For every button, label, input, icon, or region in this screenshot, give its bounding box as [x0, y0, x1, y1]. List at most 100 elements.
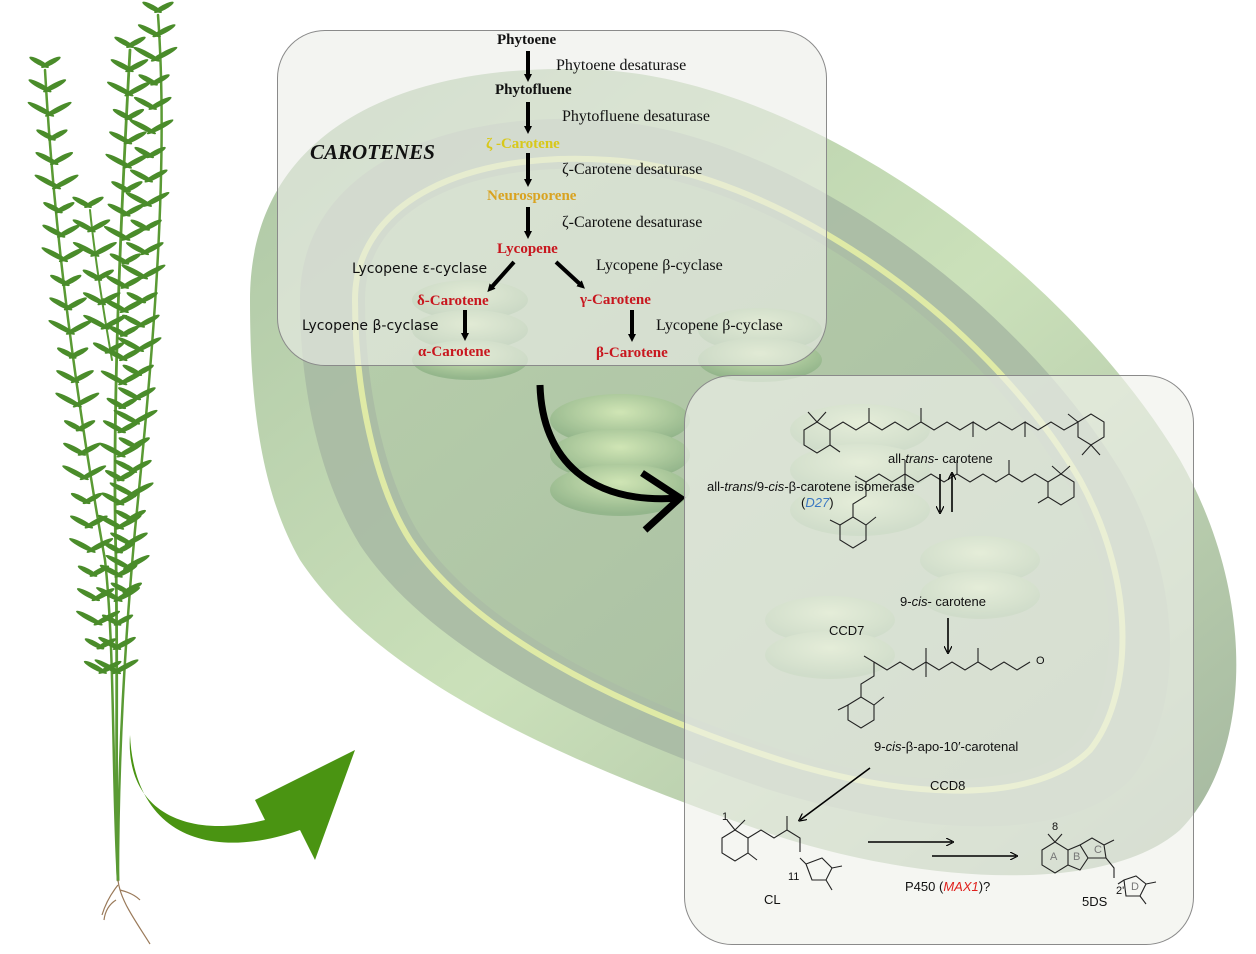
plant-leaf — [114, 564, 138, 578]
plant-leaf — [62, 465, 89, 481]
plant-leaf — [142, 192, 170, 207]
plant-leaf — [124, 532, 148, 546]
plant-leaf — [121, 253, 142, 265]
plant-leaf — [77, 442, 101, 456]
plant-leaf — [123, 555, 150, 570]
plant-leaf — [70, 370, 94, 384]
apo-italic: cis — [885, 739, 902, 754]
d27-open-paren: ( — [801, 495, 806, 510]
plant-leaf — [49, 151, 74, 166]
plant-stem-left — [43, 68, 120, 882]
plant-leaf — [144, 169, 168, 183]
ring-label-b: B — [1073, 851, 1081, 863]
plant-leaf — [133, 46, 160, 62]
d27-gene-name: D27 — [805, 495, 830, 510]
isomerase-part-1: all- — [707, 479, 725, 494]
plant-leaf — [43, 79, 67, 93]
label-carlactone: CL — [764, 892, 781, 907]
enzyme-lycopene-beta-cyclase-2: Lycopene β-cyclase — [302, 318, 439, 334]
plant-leaf — [34, 174, 62, 190]
5ds-carbon-2prime-label: 2' — [1116, 885, 1125, 897]
plant-leaf — [129, 119, 156, 135]
compound-lycopene: Lycopene — [497, 241, 558, 257]
plant-leaf — [126, 36, 146, 48]
plant-leaf — [72, 392, 100, 408]
enzyme-lycopene-epsilon-cyclase: Lycopene ε-cyclase — [352, 261, 488, 277]
plant-leaf — [84, 196, 104, 208]
compound-delta-carotene: δ-Carotene — [417, 293, 489, 309]
plant-leaf — [150, 46, 178, 62]
plant-leaf — [41, 247, 69, 263]
plant-leaf — [138, 264, 166, 280]
plant-leaf — [79, 465, 107, 481]
plant-leaf — [83, 314, 110, 330]
carotenes-pathway-panel — [277, 30, 827, 366]
plant-leaf — [121, 264, 149, 280]
plant-leaf — [154, 1, 174, 13]
plant-leaf — [90, 241, 117, 257]
enzyme-phytoene-desaturase: Phytoene desaturase — [556, 57, 687, 74]
plant-leaf — [68, 347, 89, 359]
plant-leaf — [61, 274, 82, 287]
plant-leaf — [54, 202, 75, 214]
plant-leaf — [150, 74, 170, 86]
plant-leaf — [142, 219, 162, 231]
plant-leaf — [125, 192, 153, 207]
d27-close-paren: ) — [829, 495, 834, 510]
plant-leaf — [100, 370, 128, 386]
plant-leaf — [120, 275, 144, 289]
compound-gamma-carotene: γ-Carotene — [580, 292, 651, 308]
label-p450-max1: P450 (MAX1)? — [905, 880, 990, 893]
plant-leaf — [102, 298, 129, 314]
molecule-5-deoxystrigol — [1041, 833, 1157, 905]
label-all-trans-prefix: all- — [888, 451, 906, 466]
plant-leaf — [105, 555, 133, 570]
enzyme-lycopene-beta-cyclase-3: Lycopene β-cyclase — [656, 317, 783, 334]
plant-leaf — [134, 364, 154, 376]
plant-leaf — [27, 101, 55, 117]
enzyme-phytofluene-desaturase: Phytofluene desaturase — [562, 108, 710, 125]
p450-suffix: )? — [978, 879, 991, 894]
label-all-trans-suffix: - carotene — [934, 451, 993, 466]
plant-leaf — [124, 108, 145, 121]
plant-leaf — [134, 337, 162, 353]
plant-leaf — [72, 241, 100, 257]
molecule-9-cis-carotene — [829, 460, 1075, 549]
plant-leaf — [113, 587, 141, 602]
aldehyde-oxygen-label: O — [1036, 655, 1045, 667]
plant-roots — [101, 879, 151, 945]
plant-leaf — [94, 659, 122, 675]
plant-leaf — [82, 492, 103, 505]
molecule-all-trans-carotene — [803, 408, 1105, 456]
p450-prefix: P450 ( — [905, 879, 944, 894]
plant-leaf — [111, 659, 139, 675]
compound-alpha-carotene: α-Carotene — [418, 344, 491, 360]
plant-leaf — [122, 153, 150, 169]
plant-leaf — [96, 587, 123, 602]
plant-leaf — [104, 342, 125, 354]
compound-phytofluene: Phytofluene — [495, 82, 572, 98]
plant-leaf — [138, 292, 158, 304]
label-isomerase: all-trans/9-cis-β-carotene isomerase — [707, 480, 915, 493]
plant-leaf — [152, 24, 176, 38]
compound-zeta-carotene: ζ -Carotene — [486, 136, 560, 152]
carotenes-heading: CAROTENES — [310, 140, 435, 164]
plant-leaf — [94, 269, 114, 281]
strigolactone-pathway-panel — [684, 375, 1194, 945]
plant-leaf — [130, 437, 150, 449]
plant-leaf — [122, 203, 146, 217]
plant-leaf — [55, 392, 82, 408]
arrow-lycopene-gamma — [554, 260, 585, 289]
plant-leaf — [45, 101, 72, 117]
nine-cis-suffix: - carotene — [927, 594, 986, 609]
plant-leaf — [117, 337, 145, 353]
label-ccd8: CCD8 — [930, 778, 966, 793]
plant-leaf — [124, 81, 151, 97]
plant-leaf — [127, 482, 154, 498]
plant-illustration — [27, 1, 178, 945]
molecule-carlactone — [721, 816, 843, 891]
plant-leaf — [58, 247, 86, 263]
5ds-carbon-8-label: 8 — [1052, 821, 1059, 833]
label-all-trans-carotene: all-trans- carotene — [888, 452, 993, 465]
isomerase-part-3: /9- — [753, 479, 769, 494]
